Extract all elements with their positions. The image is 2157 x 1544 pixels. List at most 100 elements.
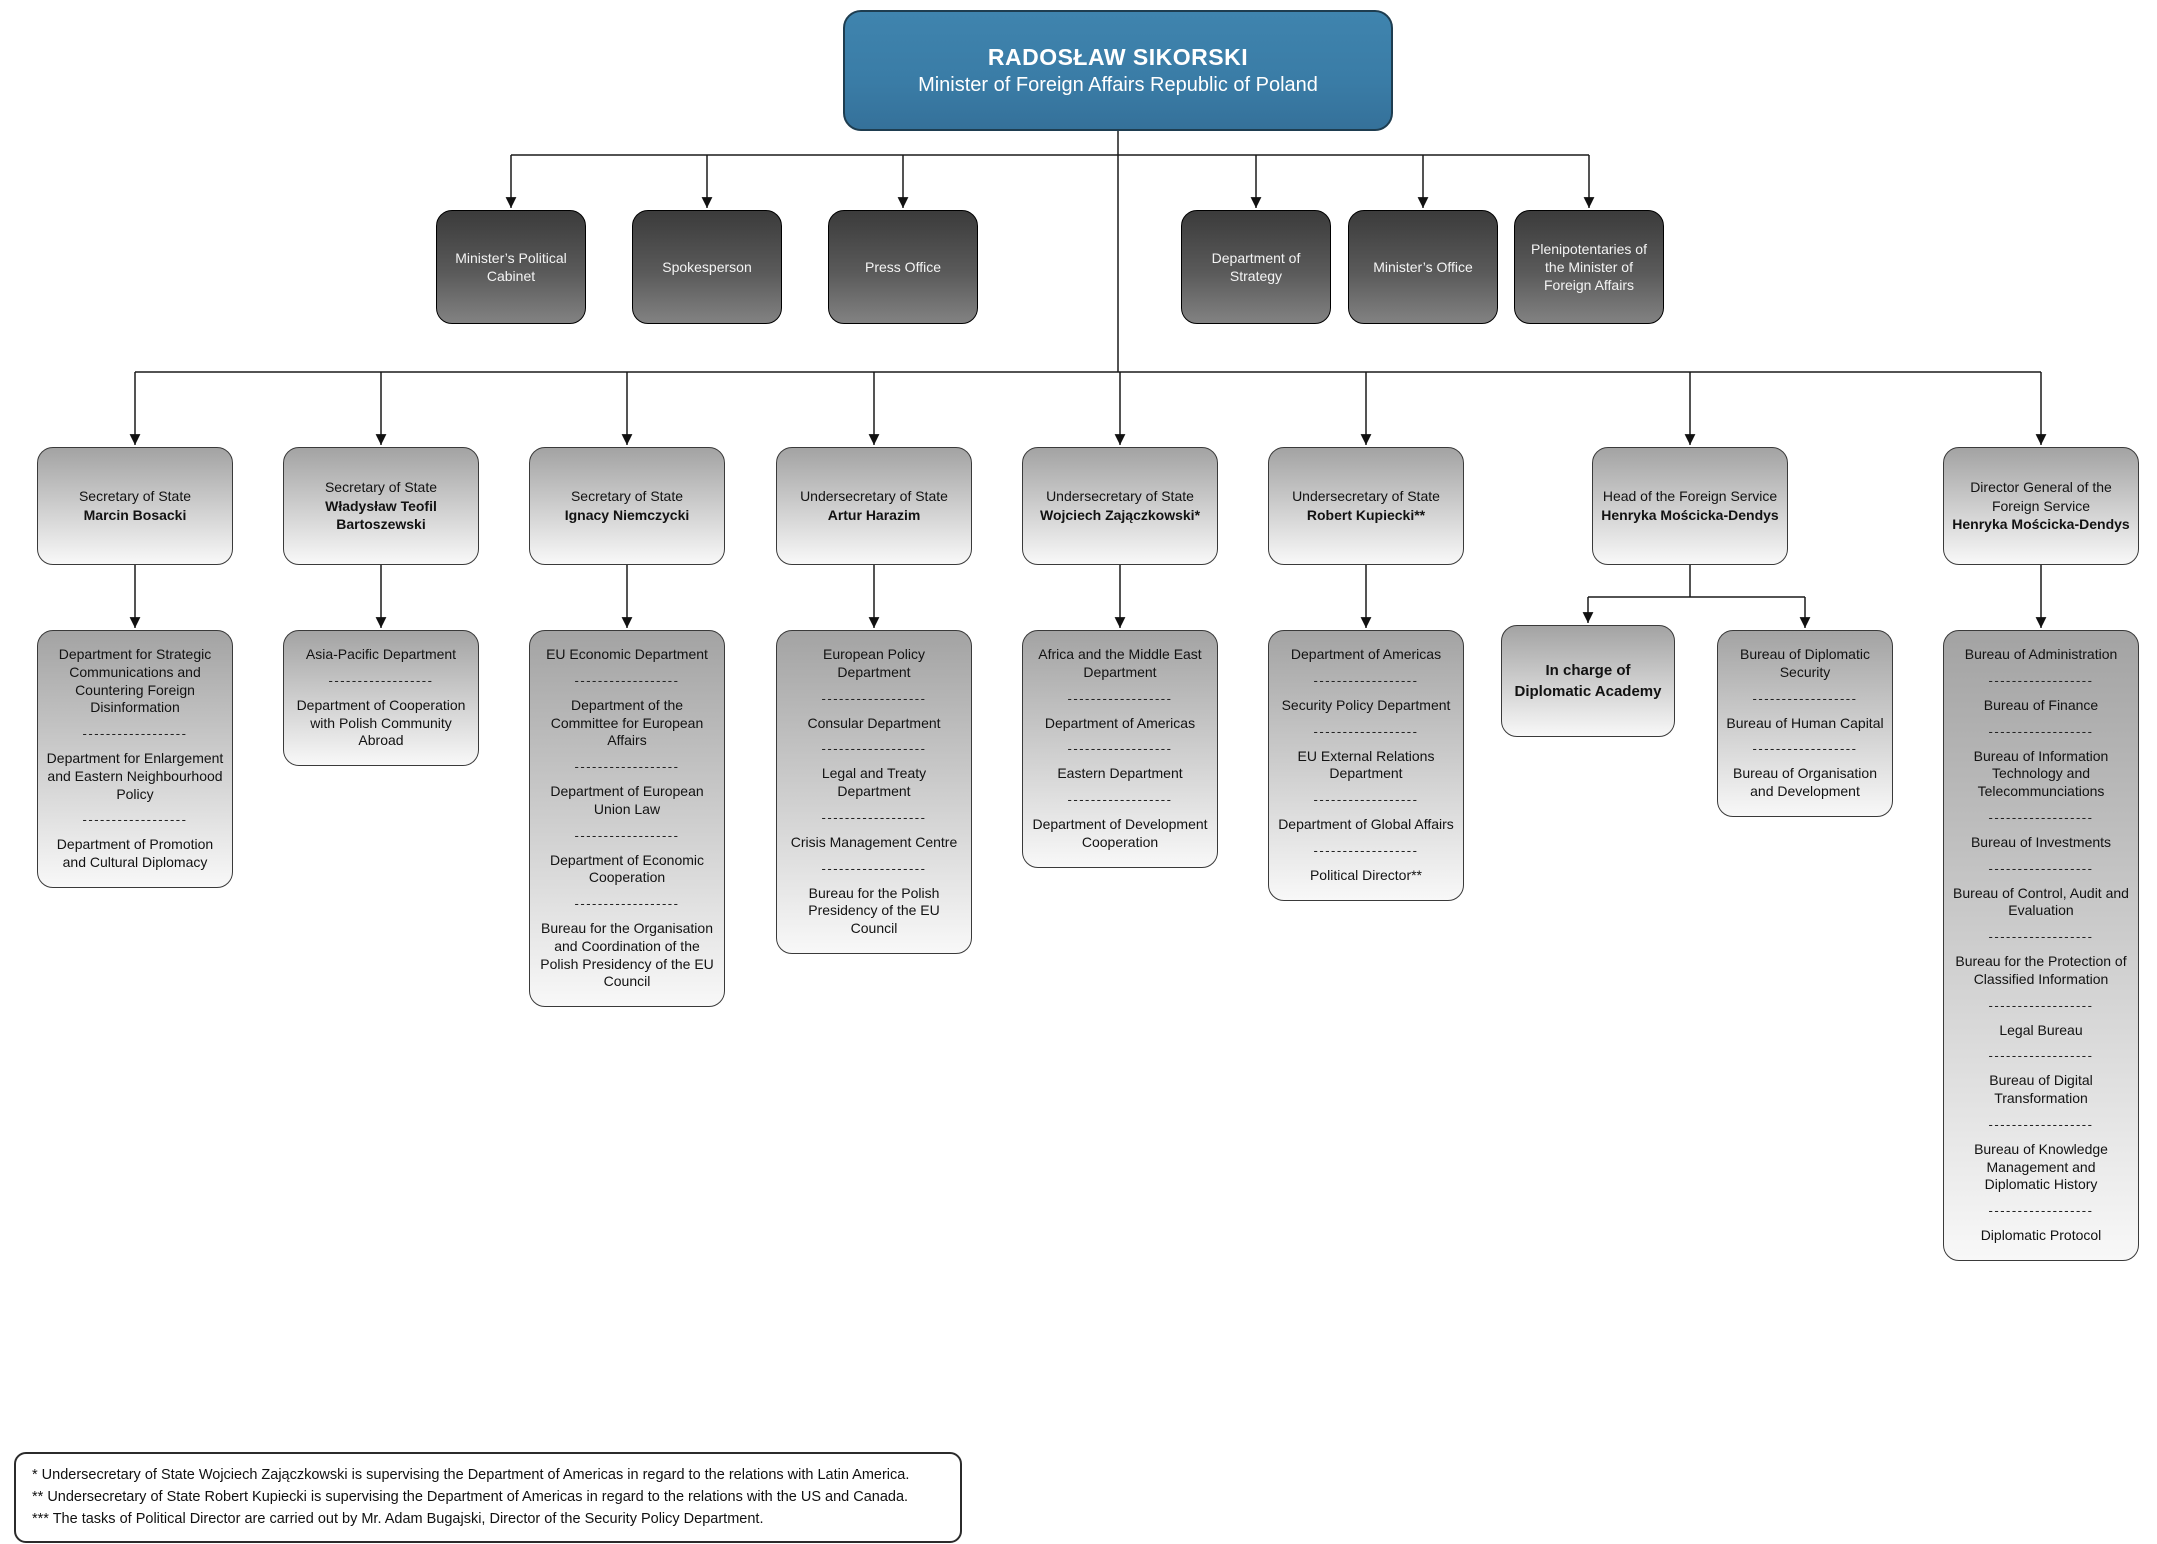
department-item: Department of Promotion and Cultural Dip… [56,836,214,871]
list-divider: ------------------ [1988,723,2094,739]
unit-label: Press Office [865,258,941,275]
list-divider: ------------------ [1988,997,2094,1013]
list-divider: ------------------ [821,741,927,757]
unit-label: Minister’s Office [1373,258,1473,275]
minister-title: Minister of Foreign Affairs Republic of … [918,74,1318,97]
departments-list-bosacki: Department for Strategic Communications … [37,630,233,888]
list-divider: ------------------ [821,860,927,876]
department-item: Department of Development Cooperation [1032,816,1208,850]
department-item: Diplomatic Protocol [1980,1227,2102,1244]
unit-box-ministers-office: Minister’s Office [1348,210,1498,324]
footnote-line: * Undersecretary of State Wojciech Zając… [32,1467,910,1483]
official-role: Director General of the Foreign Service [1970,478,2112,514]
department-item: Department of Americas [1044,714,1196,731]
list-divider: ------------------ [1313,723,1419,739]
department-item: Bureau for the Organisation and Coordina… [540,920,714,990]
unit-label: Department of Strategy [1211,249,1301,284]
department-item: Bureau for the Polish Presidency of the … [808,884,940,937]
official-name: Robert Kupiecki** [1306,507,1426,523]
department-item: Department of Economic Cooperation [549,851,705,886]
footnote-line: ** Undersecretary of State Robert Kupiec… [32,1488,909,1505]
department-item: Bureau of Information Technology and Tel… [1973,747,2109,800]
department-item: EU Economic Department [546,646,708,662]
official-role: Undersecretary of State [1046,488,1194,505]
list-divider: ------------------ [1988,809,2094,825]
unit-box-plenipotentaries: Plenipotentaries of the Minister of Fore… [1514,210,1664,324]
department-item: Department for Strategic Communications … [58,646,212,716]
department-item: Legal and Treaty Department [821,765,927,800]
official-box-bartoszewski: Secretary of State Władysław Teofil Bart… [283,447,479,565]
official-role: Undersecretary of State [800,488,948,505]
list-divider: ------------------ [1067,741,1173,757]
list-divider: ------------------ [1067,690,1173,706]
department-item: Department of European Union Law [550,783,704,817]
list-divider: ------------------ [1988,1203,2094,1219]
official-box-director-general: Director General of the Foreign Service … [1943,447,2139,565]
department-item: Security Policy Department [1281,696,1451,713]
official-name: Henryka Mościcka-Dendys [1601,507,1779,523]
list-divider: ------------------ [1313,672,1419,688]
unit-box-spokesperson: Spokesperson [632,210,782,324]
unit-box-department-of-strategy: Department of Strategy [1181,210,1331,324]
list-divider: ------------------ [82,812,188,828]
list-divider: ------------------ [82,726,188,742]
footnotes-box: * Undersecretary of State Wojciech Zając… [14,1452,962,1544]
official-name: Ignacy Niemczycki [564,507,690,523]
list-divider: ------------------ [1313,842,1419,858]
official-box-harazim: Undersecretary of State Artur Harazim [776,447,972,565]
department-item: Bureau of Investments [1970,833,2112,850]
department-item: Bureau of Human Capital [1726,714,1884,731]
departments-list-bartoszewski: Asia-Pacific Department -----------------… [283,630,479,767]
departments-list-zajaczkowski: Africa and the Middle East Department ---… [1022,630,1218,868]
list-divider: ------------------ [574,759,680,775]
department-item: Department of Global Affairs [1278,816,1454,833]
official-role: Secretary of State [570,488,684,505]
department-item: European Policy Department [823,646,925,680]
list-divider: ------------------ [574,896,680,912]
departments-list-head-foreign-service: Bureau of Diplomatic Security-----------… [1717,630,1893,817]
department-item: Bureau of Administration [1964,646,2118,662]
list-divider: ------------------ [821,809,927,825]
department-item: Bureau of Control, Audit and Evaluation [1953,884,2129,919]
list-divider: ------------------ [1988,1048,2094,1064]
official-box-niemczycki: Secretary of State Ignacy Niemczycki [529,447,725,565]
list-divider: ------------------ [1067,792,1173,808]
department-item: Legal Bureau [1999,1021,2083,1038]
official-name: Henryka Mościcka-Dendys [1952,516,2130,533]
department-item: Department of Americas [1290,646,1442,662]
official-name: Marcin Bosacki [83,507,187,523]
department-item: Crisis Management Centre [790,833,958,850]
official-name: Władysław Teofil Bartoszewski [325,497,437,533]
list-divider: ------------------ [328,672,434,688]
list-divider: ------------------ [1988,929,2094,945]
department-item: Bureau of Digital Transformation [1989,1072,2093,1107]
list-divider: ------------------ [1988,860,2094,876]
diplomatic-academy-label: In charge of Diplomatic Academy [1514,662,1662,700]
diplomatic-academy-box: In charge of Diplomatic Academy [1501,625,1675,737]
official-box-zajaczkowski: Undersecretary of State Wojciech Zajączk… [1022,447,1218,565]
department-item: Asia-Pacific Department [305,646,457,662]
official-role: Head of the Foreign Service [1602,488,1778,505]
list-divider: ------------------ [574,827,680,843]
official-box-kupiecki: Undersecretary of State Robert Kupiecki*… [1268,447,1464,565]
department-item: Department of Cooperation with Polish Co… [296,696,466,749]
official-role: Secretary of State [324,478,438,495]
department-item: Africa and the Middle East Department [1038,646,1202,680]
list-divider: ------------------ [1988,1116,2094,1132]
list-divider: ------------------ [574,672,680,688]
list-divider: ------------------ [1988,672,2094,688]
departments-list-kupiecki: Department of Americas ------------------… [1268,630,1464,901]
department-item: EU External Relations Department [1297,747,1435,782]
department-item: Consular Department [807,714,941,731]
departments-list-director-general: Bureau of Administration ----------------… [1943,630,2139,1262]
list-divider: ------------------ [1752,741,1858,757]
department-item: Eastern Department [1057,765,1183,782]
department-item: Department of the Committee for European… [550,696,704,749]
department-item: Political Director** [1309,866,1423,883]
list-divider: ------------------ [821,690,927,706]
list-divider: ------------------ [1313,792,1419,808]
department-item: Department for Enlargement and Eastern N… [46,750,224,802]
official-role: Undersecretary of State [1292,488,1440,505]
